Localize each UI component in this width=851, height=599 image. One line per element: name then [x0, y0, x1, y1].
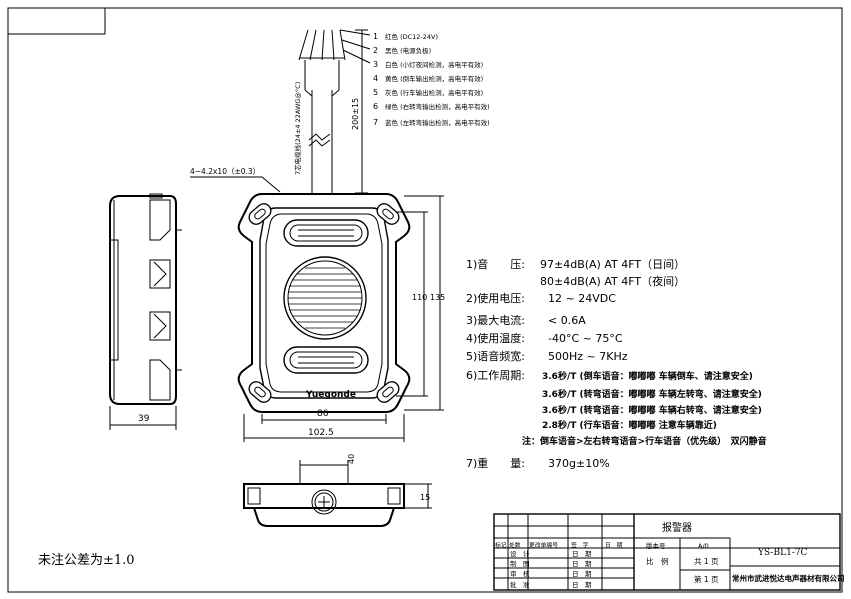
- weight-value: 370g±10%: [548, 457, 610, 470]
- inner-width-label: 86: [317, 409, 329, 419]
- wire-6-text: 绿色 (右转弯输出检测，高电平有效): [385, 102, 490, 111]
- front-view: [237, 193, 411, 413]
- cycle-right-turn: 3.6秒/T (转弯语音：嘟嘟嘟 车辆右转弯、请注意安全): [542, 404, 762, 416]
- wire-4-text: 黄色 (倒车输出检测，高电平有效): [385, 74, 483, 83]
- bottom-view: [243, 460, 432, 527]
- mount-hole-label: 4−4.2x10（±0.3）: [190, 167, 260, 176]
- inner-height-label: 110: [412, 293, 427, 302]
- spec-sound-night-value: 80±4dB(A) AT 4FT（夜间）: [540, 274, 685, 288]
- product-code: YS-BL1-7C: [757, 548, 808, 558]
- wire-2-text: 黑色 (电源负极): [385, 46, 431, 55]
- spec-cycle-value: 3.6秒/T (倒车语音：嘟嘟嘟 车辆倒车、请注意安全): [542, 370, 753, 382]
- cable-length-label: 200±15: [351, 98, 360, 130]
- wire-1-text: 红色 (DC12-24V): [385, 32, 438, 41]
- wire-7-text: 蓝色 (左转弯输出检测，高电平有效): [385, 118, 490, 127]
- spec-temp-value: -40°C ~ 75°C: [548, 332, 623, 345]
- wire-1-num: 1: [373, 32, 378, 41]
- row-review-date: 日 期: [572, 570, 592, 578]
- bottom-height-label: 15: [420, 493, 430, 502]
- wire-list: 1 红色 (DC12-24V) 2 黑色 (电源负极) 3 白色 (小灯夜间检测…: [373, 32, 490, 127]
- spec-list: 1)音 压: 97±4dB(A) AT 4FT（日间） 80±4dB(A) AT…: [466, 257, 767, 470]
- front-width-dimensions: 86 102.5: [243, 409, 405, 442]
- cycle-driving: 2.8秒/T (行车语音：嘟嘟嘟 注意车辆靠近): [542, 419, 717, 431]
- row-approve-date: 日 期: [572, 581, 592, 589]
- header-date: 日 期: [605, 542, 623, 549]
- spec-freq-label: 5)语音频宽:: [466, 349, 525, 363]
- priority-note: 注：倒车语音>左右转弯语音>行车语音（优先级） 双闪静音: [522, 435, 767, 447]
- side-view: [109, 193, 182, 405]
- row-review-role: 审 核: [510, 569, 530, 578]
- row-design-role: 设 计: [510, 549, 530, 558]
- spec-sound-label: 1)音 压:: [466, 257, 525, 271]
- header-change-no: 更改单编号: [529, 541, 558, 549]
- side-depth-dimension: 39: [109, 406, 177, 430]
- total-sheets: 共 1 页: [694, 557, 719, 566]
- spec-current-value: < 0.6A: [548, 314, 586, 327]
- spec-cycle-label: 6)工作周期:: [466, 369, 525, 382]
- sheet-number: 第 1 页: [694, 574, 719, 584]
- header-sign: 签 字: [571, 541, 589, 549]
- wire-4-num: 4: [373, 74, 378, 83]
- weight-label: 7)重 量:: [466, 456, 525, 470]
- wire-3-num: 3: [373, 60, 378, 69]
- spec-voltage-label: 2)使用电压:: [466, 292, 525, 305]
- version-label: 版本号: [646, 541, 666, 550]
- revision-header: 标记 处数 更改单编号 签 字 日 期: [495, 541, 623, 549]
- scale-label: 比 例: [646, 556, 669, 566]
- side-depth-label: 39: [138, 414, 150, 424]
- outer-height-label: 135: [430, 293, 445, 302]
- spec-freq-value: 500Hz ~ 7KHz: [548, 350, 628, 363]
- cable-length-dimension: 200±15: [351, 29, 368, 194]
- wire-5-num: 5: [373, 88, 378, 97]
- row-design-date: 日 期: [572, 550, 592, 558]
- wire-7-num: 7: [373, 118, 378, 127]
- cycle-left-turn: 3.6秒/T (转弯语音：嘟嘟嘟 车辆左转弯、请注意安全): [542, 388, 762, 400]
- corner-label-box: [7, 7, 106, 35]
- wire-2-num: 2: [373, 46, 378, 55]
- tolerance-note: 未注公差为±1.0: [38, 553, 135, 568]
- spec-temp-label: 4)使用温度:: [466, 331, 525, 345]
- product-name: 报警器: [662, 521, 692, 534]
- spec-current-label: 3)最大电流:: [466, 313, 525, 327]
- brand-logo: Yuegonde: [305, 390, 356, 400]
- version-value: A/0: [698, 542, 709, 550]
- approval-rows: 设 计 日 期 制 图 日 期 审 核 日 期 批 准 日 期: [510, 549, 592, 589]
- outer-width-label: 102.5: [308, 428, 334, 438]
- row-draw-date: 日 期: [572, 560, 592, 568]
- company-name: 常州市武进悦达电声器材有限公司: [732, 573, 845, 583]
- cable-spec-label: 7芯电缆线(24±4 22AWG@°C): [293, 82, 302, 175]
- cable: [298, 29, 371, 195]
- title-block: [493, 513, 841, 591]
- spec-sound-value: 97±4dB(A) AT 4FT（日间）: [540, 258, 685, 271]
- drawing-border: [7, 7, 843, 593]
- wire-6-num: 6: [373, 102, 378, 111]
- row-approve-role: 批 准: [510, 580, 530, 589]
- bottom-width-label: 40: [347, 454, 356, 464]
- wire-3-text: 白色 (小灯夜间检测，高电平有效): [385, 60, 483, 69]
- front-height-dimensions: 110 135: [396, 195, 445, 411]
- row-draw-role: 制 图: [510, 559, 530, 568]
- spec-voltage-value: 12 ~ 24VDC: [548, 292, 616, 305]
- wire-5-text: 灰色 (行车输出检测，高电平有效): [385, 88, 483, 97]
- header-mark: 标记: [495, 541, 507, 549]
- header-count: 处数: [509, 541, 521, 549]
